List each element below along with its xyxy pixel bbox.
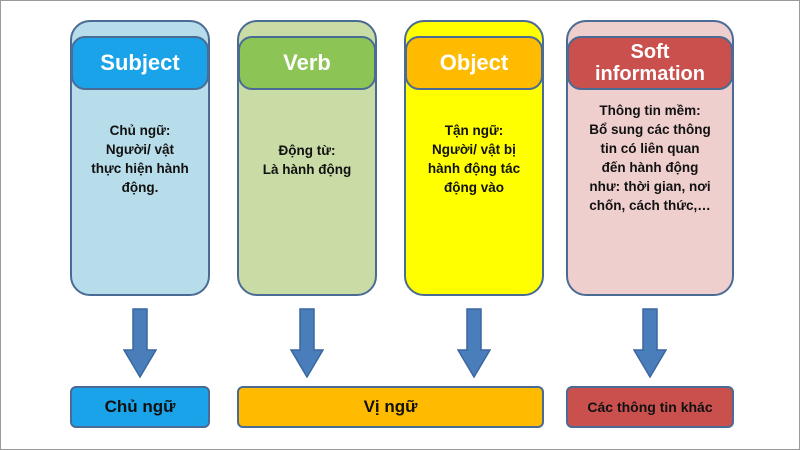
vi-ngu-label: Vị ngữ [363, 397, 418, 416]
thong-tin-khac-label: Các thông tin khác [587, 399, 713, 415]
soft-information-header-label: Soft information [595, 41, 705, 85]
down-arrow-icon [123, 308, 157, 378]
chu-ngu-box: Chủ ngữ [70, 386, 210, 428]
verb-header-label: Verb [283, 49, 331, 75]
subject-description: Chủ ngữ: Người/ vật thực hiện hành động. [91, 123, 189, 195]
soft-information-header: Soft information [567, 36, 733, 90]
down-arrow-icon [290, 308, 324, 378]
chu-ngu-label: Chủ ngữ [104, 397, 176, 416]
object-header-label: Object [439, 49, 509, 75]
object-description: Tận ngữ: Người/ vật bị hành động tác độn… [427, 123, 521, 195]
verb-description: Động từ: Là hành động [262, 143, 352, 177]
subject-header-label: Subject [100, 49, 180, 75]
verb-header: Verb [238, 36, 376, 90]
down-arrow-icon [633, 308, 667, 378]
thong-tin-khac-box: Các thông tin khác [566, 386, 734, 428]
soft-information-description: Thông tin mềm: Bổ sung các thông tin có … [589, 103, 711, 213]
down-arrow-icon [457, 308, 491, 378]
vi-ngu-box: Vị ngữ [237, 386, 544, 428]
subject-header: Subject [71, 36, 209, 90]
object-header: Object [405, 36, 543, 90]
